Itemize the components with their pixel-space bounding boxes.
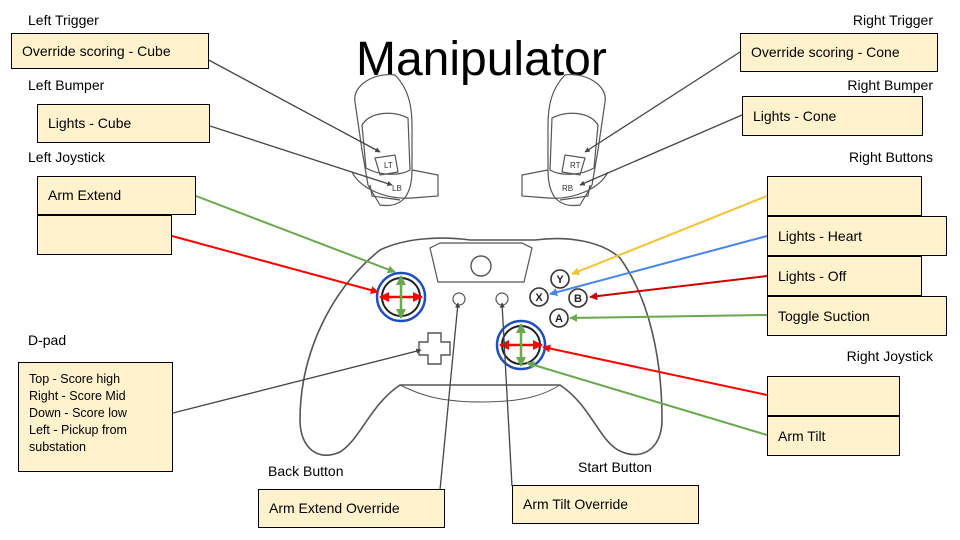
left-bumper-box: Lights - Cube [37, 104, 210, 143]
right-bumper-heading: Right Bumper [847, 77, 933, 93]
controller-body [299, 237, 663, 457]
left-trigger-box: Override scoring - Cube [11, 33, 209, 69]
y-button-icon [550, 269, 570, 289]
dpad-box: Top - Score high Right - Score Mid Down … [18, 362, 173, 472]
left-stick-arrows [379, 275, 423, 319]
x-button-box: Lights - Heart [767, 216, 947, 256]
lt-connector [189, 49, 381, 153]
x-button-icon [529, 287, 549, 307]
connector-lines [171, 49, 768, 491]
rb-label: RB [562, 184, 573, 193]
y-connector [571, 195, 768, 276]
rt-label: RT [570, 161, 581, 170]
rt-connector [584, 51, 741, 153]
y-button-box [767, 176, 922, 216]
right-stick-x-connector [542, 344, 768, 396]
a-connector [569, 313, 768, 322]
right-trigger-heading: Right Trigger [852, 12, 933, 28]
right-trigger-box: Override scoring - Cone [740, 33, 938, 72]
back-button-heading: Back Button [268, 463, 344, 479]
dpad-connector [172, 348, 422, 414]
left-joystick-box-arm-extend: Arm Extend [37, 176, 196, 215]
back-connector [439, 302, 461, 491]
dpad-line-1: Top - Score high [29, 372, 121, 386]
rb-connector [579, 114, 743, 186]
b-connector [589, 275, 768, 301]
a-button-box: Toggle Suction [767, 296, 947, 336]
left-stick-x-connector [171, 235, 379, 294]
dpad-line-3: Down - Score low [29, 406, 127, 420]
arm-extend-connector [195, 195, 396, 274]
left-trigger-heading: Left Trigger [28, 12, 99, 28]
dpad-icon [418, 332, 451, 365]
arm-tilt-connector [526, 361, 768, 436]
b-label: B [574, 293, 582, 305]
start-button-heading: Start Button [578, 459, 652, 475]
a-label: A [555, 313, 563, 325]
left-trigger-bumper-icon [351, 74, 439, 207]
left-joystick-box-empty [37, 215, 172, 255]
right-joystick-box-arm-tilt: Arm Tilt [767, 416, 900, 456]
right-stick-arrows [499, 323, 543, 367]
dpad-line-2: Right - Score Mid [29, 389, 126, 403]
b-button-box: Lights - Off [767, 256, 922, 296]
b-button-icon [568, 288, 588, 308]
y-label: Y [556, 274, 564, 286]
right-joystick-box-empty [767, 376, 900, 416]
dpad-heading: D-pad [28, 332, 67, 348]
lb-connector [209, 125, 393, 187]
lt-label: LT [384, 161, 393, 170]
start-connector [499, 302, 513, 487]
a-button-icon [549, 308, 569, 328]
start-button-box: Arm Tilt Override [512, 485, 699, 524]
xbox-logo-icon [470, 255, 492, 277]
left-joystick-heading: Left Joystick [28, 149, 106, 165]
view-button-icon [452, 292, 466, 306]
dpad-line-5: substation [29, 440, 86, 454]
right-buttons-heading: Right Buttons [848, 149, 933, 165]
lb-label: LB [392, 184, 402, 193]
x-connector [549, 235, 768, 297]
right-trigger-bumper-icon [521, 74, 609, 207]
back-button-box: Arm Extend Override [258, 489, 445, 528]
x-label: X [535, 292, 543, 304]
right-bumper-box: Lights - Cone [742, 96, 923, 136]
left-bumper-heading: Left Bumper [28, 77, 105, 93]
right-joystick-heading: Right Joystick [846, 348, 933, 364]
dpad-line-4: Left - Pickup from [29, 423, 127, 437]
